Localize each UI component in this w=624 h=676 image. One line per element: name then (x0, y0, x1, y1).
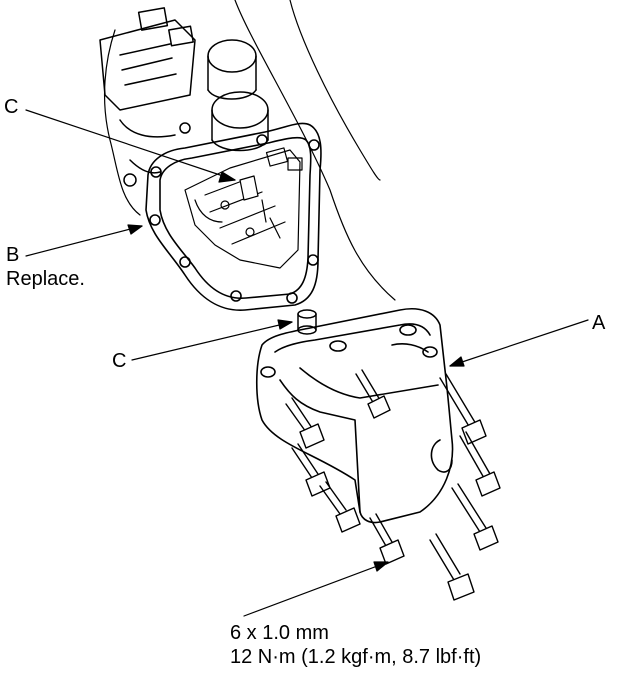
valve-body (184, 147, 303, 269)
label-b-note: Replace. (6, 268, 85, 290)
bolt (355, 369, 391, 419)
bolts (285, 369, 501, 601)
label-b: B (6, 244, 20, 266)
cover-a (256, 308, 454, 524)
label-c-top: C (4, 96, 19, 118)
bolt (319, 481, 361, 533)
bolt (451, 483, 499, 551)
transmission-case (99, 0, 396, 301)
gasket-b (145, 122, 322, 311)
label-a: A (592, 312, 606, 334)
bolt (439, 373, 487, 445)
bolt (429, 533, 475, 601)
bolt (459, 431, 501, 497)
bolt (369, 513, 405, 565)
label-c-mid: C (112, 350, 127, 372)
bolt (291, 443, 331, 497)
bolt-size-spec: 6 x 1.0 mm (230, 622, 329, 644)
bolt-torque-spec: 12 N·m (1.2 kgf·m, 8.7 lbf·ft) (230, 646, 482, 668)
leader-lines (25, 109, 589, 617)
bolt (285, 397, 325, 449)
dowel-pin-c (297, 309, 317, 335)
